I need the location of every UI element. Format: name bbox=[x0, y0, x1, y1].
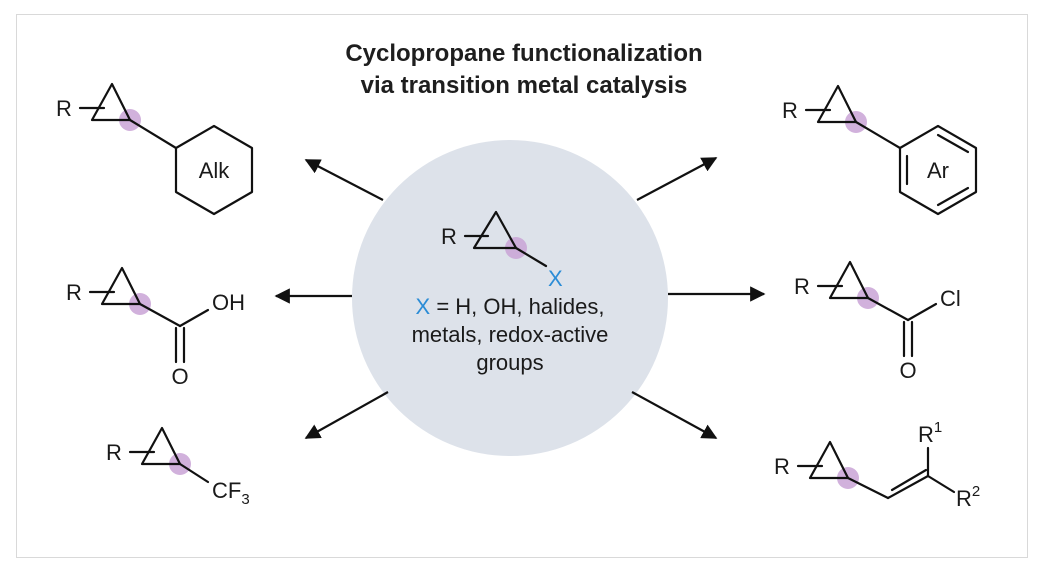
oh-label: OH bbox=[212, 290, 245, 315]
r2-label: R2 bbox=[956, 483, 980, 511]
cyclopropane-ring bbox=[472, 210, 518, 250]
aromatic-double-bond bbox=[936, 133, 970, 154]
x-definition-line-3: groups bbox=[476, 350, 543, 375]
x-definition-line-2: metals, redox-active bbox=[412, 322, 609, 347]
aromatic-double-bond bbox=[936, 186, 970, 207]
c-cl-bond bbox=[906, 302, 938, 322]
cyclopropyl-carbonyl-bond bbox=[138, 302, 182, 328]
c-cf3-bond bbox=[178, 462, 210, 484]
central-substrate: R X X = H, OH, halides, metals, redox-ac… bbox=[412, 210, 609, 375]
c-c-double-bond bbox=[886, 468, 930, 500]
cyclopropyl-carbonyl-bond bbox=[866, 296, 910, 322]
x-definition-text: = H, OH, halides, bbox=[430, 294, 604, 319]
r-label: R bbox=[106, 440, 122, 465]
title-line-1: Cyclopropane functionalization bbox=[345, 40, 703, 67]
c-r2-bond bbox=[926, 474, 956, 494]
arrow-to-aryl bbox=[636, 157, 718, 201]
figure-title: Cyclopropane functionalization via trans… bbox=[0, 38, 1048, 102]
arrow-to-cf3 bbox=[304, 391, 389, 439]
product-aryl: R Ar bbox=[782, 84, 978, 216]
cyclopropyl-vinyl-bond bbox=[846, 476, 890, 500]
x-symbol: X bbox=[416, 294, 431, 319]
o-label: O bbox=[171, 364, 188, 389]
benzene-ring bbox=[898, 124, 978, 216]
r-label: R bbox=[794, 274, 810, 299]
product-alkyl: R Alk bbox=[56, 82, 254, 216]
cf-text: CF bbox=[212, 478, 241, 503]
r1-label: R1 bbox=[918, 419, 942, 447]
arrow-to-alkene bbox=[631, 391, 718, 439]
cf3-subscript: 3 bbox=[241, 491, 249, 508]
cf3-label: CF3 bbox=[212, 478, 250, 508]
cyclopropane-ring bbox=[808, 440, 850, 480]
r-label: R bbox=[782, 98, 798, 123]
cyclopropyl-cyclohexyl-bond bbox=[128, 118, 178, 150]
cl-label: Cl bbox=[940, 286, 961, 311]
cyclopropane-ring bbox=[90, 82, 132, 122]
r-label: R bbox=[56, 96, 72, 121]
title-line-2: via transition metal catalysis bbox=[360, 72, 688, 99]
cyclopropane-ring bbox=[828, 260, 870, 300]
product-trifluoromethyl: R CF3 bbox=[106, 426, 250, 508]
r2-text: R bbox=[956, 486, 972, 511]
product-alkene: R R1 R2 bbox=[774, 419, 980, 511]
cyclohexane-ring bbox=[174, 124, 254, 216]
cyclopropane-ring bbox=[140, 426, 182, 466]
r2-superscript: 2 bbox=[972, 483, 980, 500]
x-definition: X = H, OH, halides, bbox=[416, 294, 605, 319]
r1-text: R bbox=[918, 422, 934, 447]
cyclopropane-ring bbox=[100, 266, 142, 306]
product-carboxylic-acid: R OH O bbox=[66, 266, 245, 389]
r-label: R bbox=[774, 454, 790, 479]
ar-label: Ar bbox=[927, 158, 949, 183]
c-oh-bond bbox=[178, 308, 210, 328]
x-bond bbox=[514, 246, 548, 268]
o-label: O bbox=[899, 358, 916, 383]
x-label: X bbox=[548, 266, 563, 291]
r-label: R bbox=[441, 224, 457, 249]
r-label: R bbox=[66, 280, 82, 305]
c-o-double-bond bbox=[174, 326, 186, 364]
cyclopropyl-aryl-bond bbox=[854, 120, 902, 150]
alk-label: Alk bbox=[199, 158, 231, 183]
central-substrate-circle bbox=[352, 140, 668, 456]
arrow-to-alkyl bbox=[304, 159, 384, 201]
c-o-double-bond bbox=[902, 320, 914, 358]
r1-superscript: 1 bbox=[934, 419, 942, 436]
product-acyl-chloride: R Cl O bbox=[794, 260, 961, 383]
cyclopropane-ring bbox=[816, 84, 858, 124]
